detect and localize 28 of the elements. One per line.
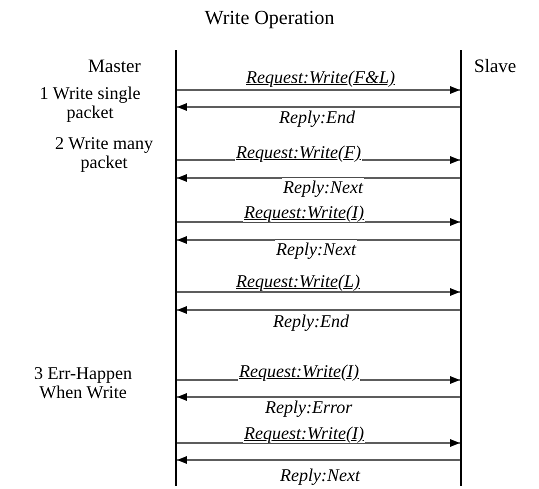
- message-label: Reply:End: [278, 108, 356, 127]
- arrow: [177, 306, 460, 314]
- phase-label: 3 Err-Happen When Write: [32, 364, 134, 402]
- message-label: Reply:Error: [264, 398, 354, 417]
- message-label: Request:Write(I): [238, 362, 360, 381]
- message-label: Reply:Next: [275, 240, 357, 259]
- message-label: Request:Write(L): [235, 272, 361, 291]
- message-label: Reply:Next: [282, 178, 364, 197]
- phase-label: 1 Write single packet: [38, 84, 142, 122]
- lifeline-label: Slave: [474, 57, 516, 76]
- message-label: Reply:End: [272, 312, 350, 331]
- lifeline-label: Master: [88, 57, 141, 76]
- message-label: Request:Write(F&L): [245, 68, 396, 87]
- arrow: [177, 393, 460, 401]
- arrow: [177, 456, 460, 464]
- arrow: [177, 218, 460, 226]
- arrow: [177, 439, 460, 447]
- arrow: [177, 236, 460, 244]
- arrow: [177, 174, 460, 182]
- message-label: Reply:Next: [279, 466, 361, 485]
- arrow: [177, 288, 460, 296]
- message-label: Request:Write(I): [243, 424, 365, 443]
- phase-label: 2 Write many packet: [54, 134, 154, 172]
- message-label: Request:Write(F): [235, 143, 362, 162]
- arrow: [177, 86, 460, 94]
- diagram-title: Write Operation: [204, 9, 336, 28]
- arrow: [177, 103, 460, 111]
- message-label: Request:Write(I): [243, 203, 365, 222]
